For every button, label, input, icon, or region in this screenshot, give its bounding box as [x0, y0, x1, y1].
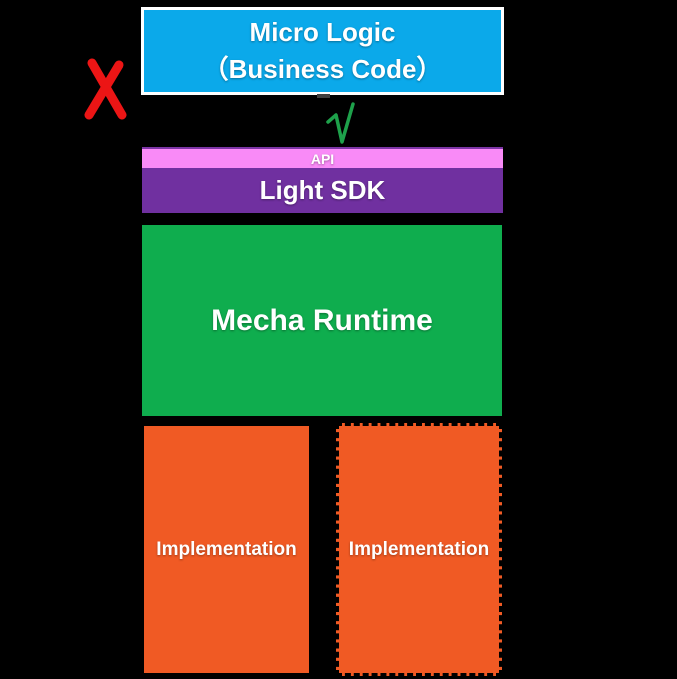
mecha-runtime-label: Mecha Runtime: [211, 303, 433, 337]
implementation-right-label: Implementation: [348, 538, 490, 560]
mecha-runtime-layer: Mecha Runtime: [142, 225, 502, 416]
api-label: API: [310, 150, 335, 167]
x-mark-icon: [84, 58, 127, 120]
implementation-box-dashed: Implementation: [336, 423, 502, 676]
micro-logic-box: Micro Logic （Business Code）: [141, 7, 504, 95]
implementation-box-solid: Implementation: [144, 426, 309, 673]
implementation-left-label: Implementation: [156, 538, 297, 560]
micro-logic-title: Micro Logic: [249, 17, 396, 47]
connector-tick: [317, 94, 330, 98]
api-layer: API: [142, 147, 503, 168]
light-sdk-layer: Light SDK: [142, 168, 503, 213]
light-sdk-label: Light SDK: [259, 175, 386, 205]
check-mark-icon: [326, 102, 355, 144]
micro-logic-subtitle: （Business Code）: [202, 54, 443, 84]
